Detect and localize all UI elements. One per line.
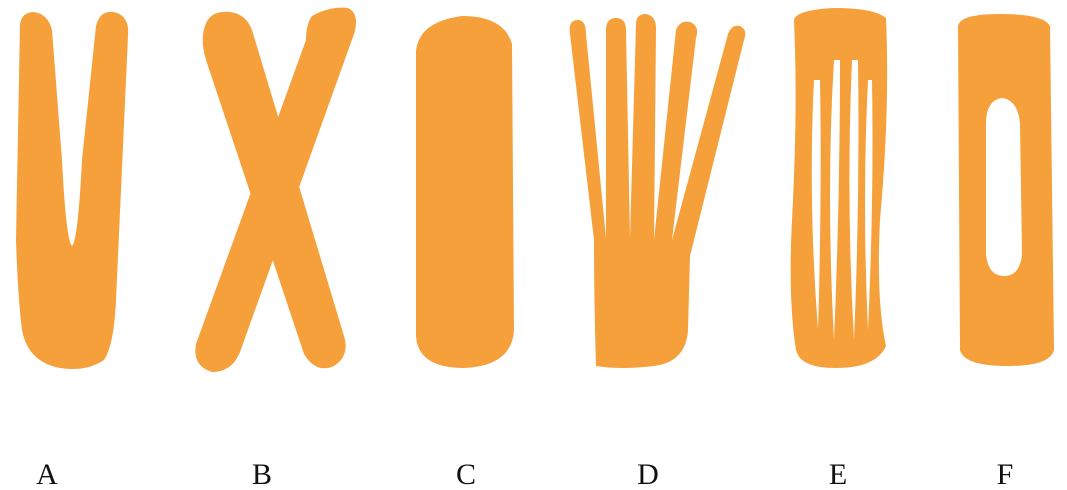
tape-shape-b [195,8,356,372]
shape-label-b: B [252,458,272,490]
shape-label-c: C [456,458,476,490]
tape-shape-f [958,14,1054,366]
tape-shape-e [791,8,887,368]
fan-strip [570,14,746,368]
shape-label-f: F [997,458,1014,490]
tape-shape-c [416,16,514,368]
i-strip [416,16,514,368]
shape-label-a: A [36,458,58,490]
shape-label-d: D [637,458,659,490]
y-strip [16,12,128,369]
donut-window [986,98,1022,276]
shape-label-e: E [829,458,847,490]
tape-shape-a [16,12,128,369]
tape-shape-d [570,14,746,368]
